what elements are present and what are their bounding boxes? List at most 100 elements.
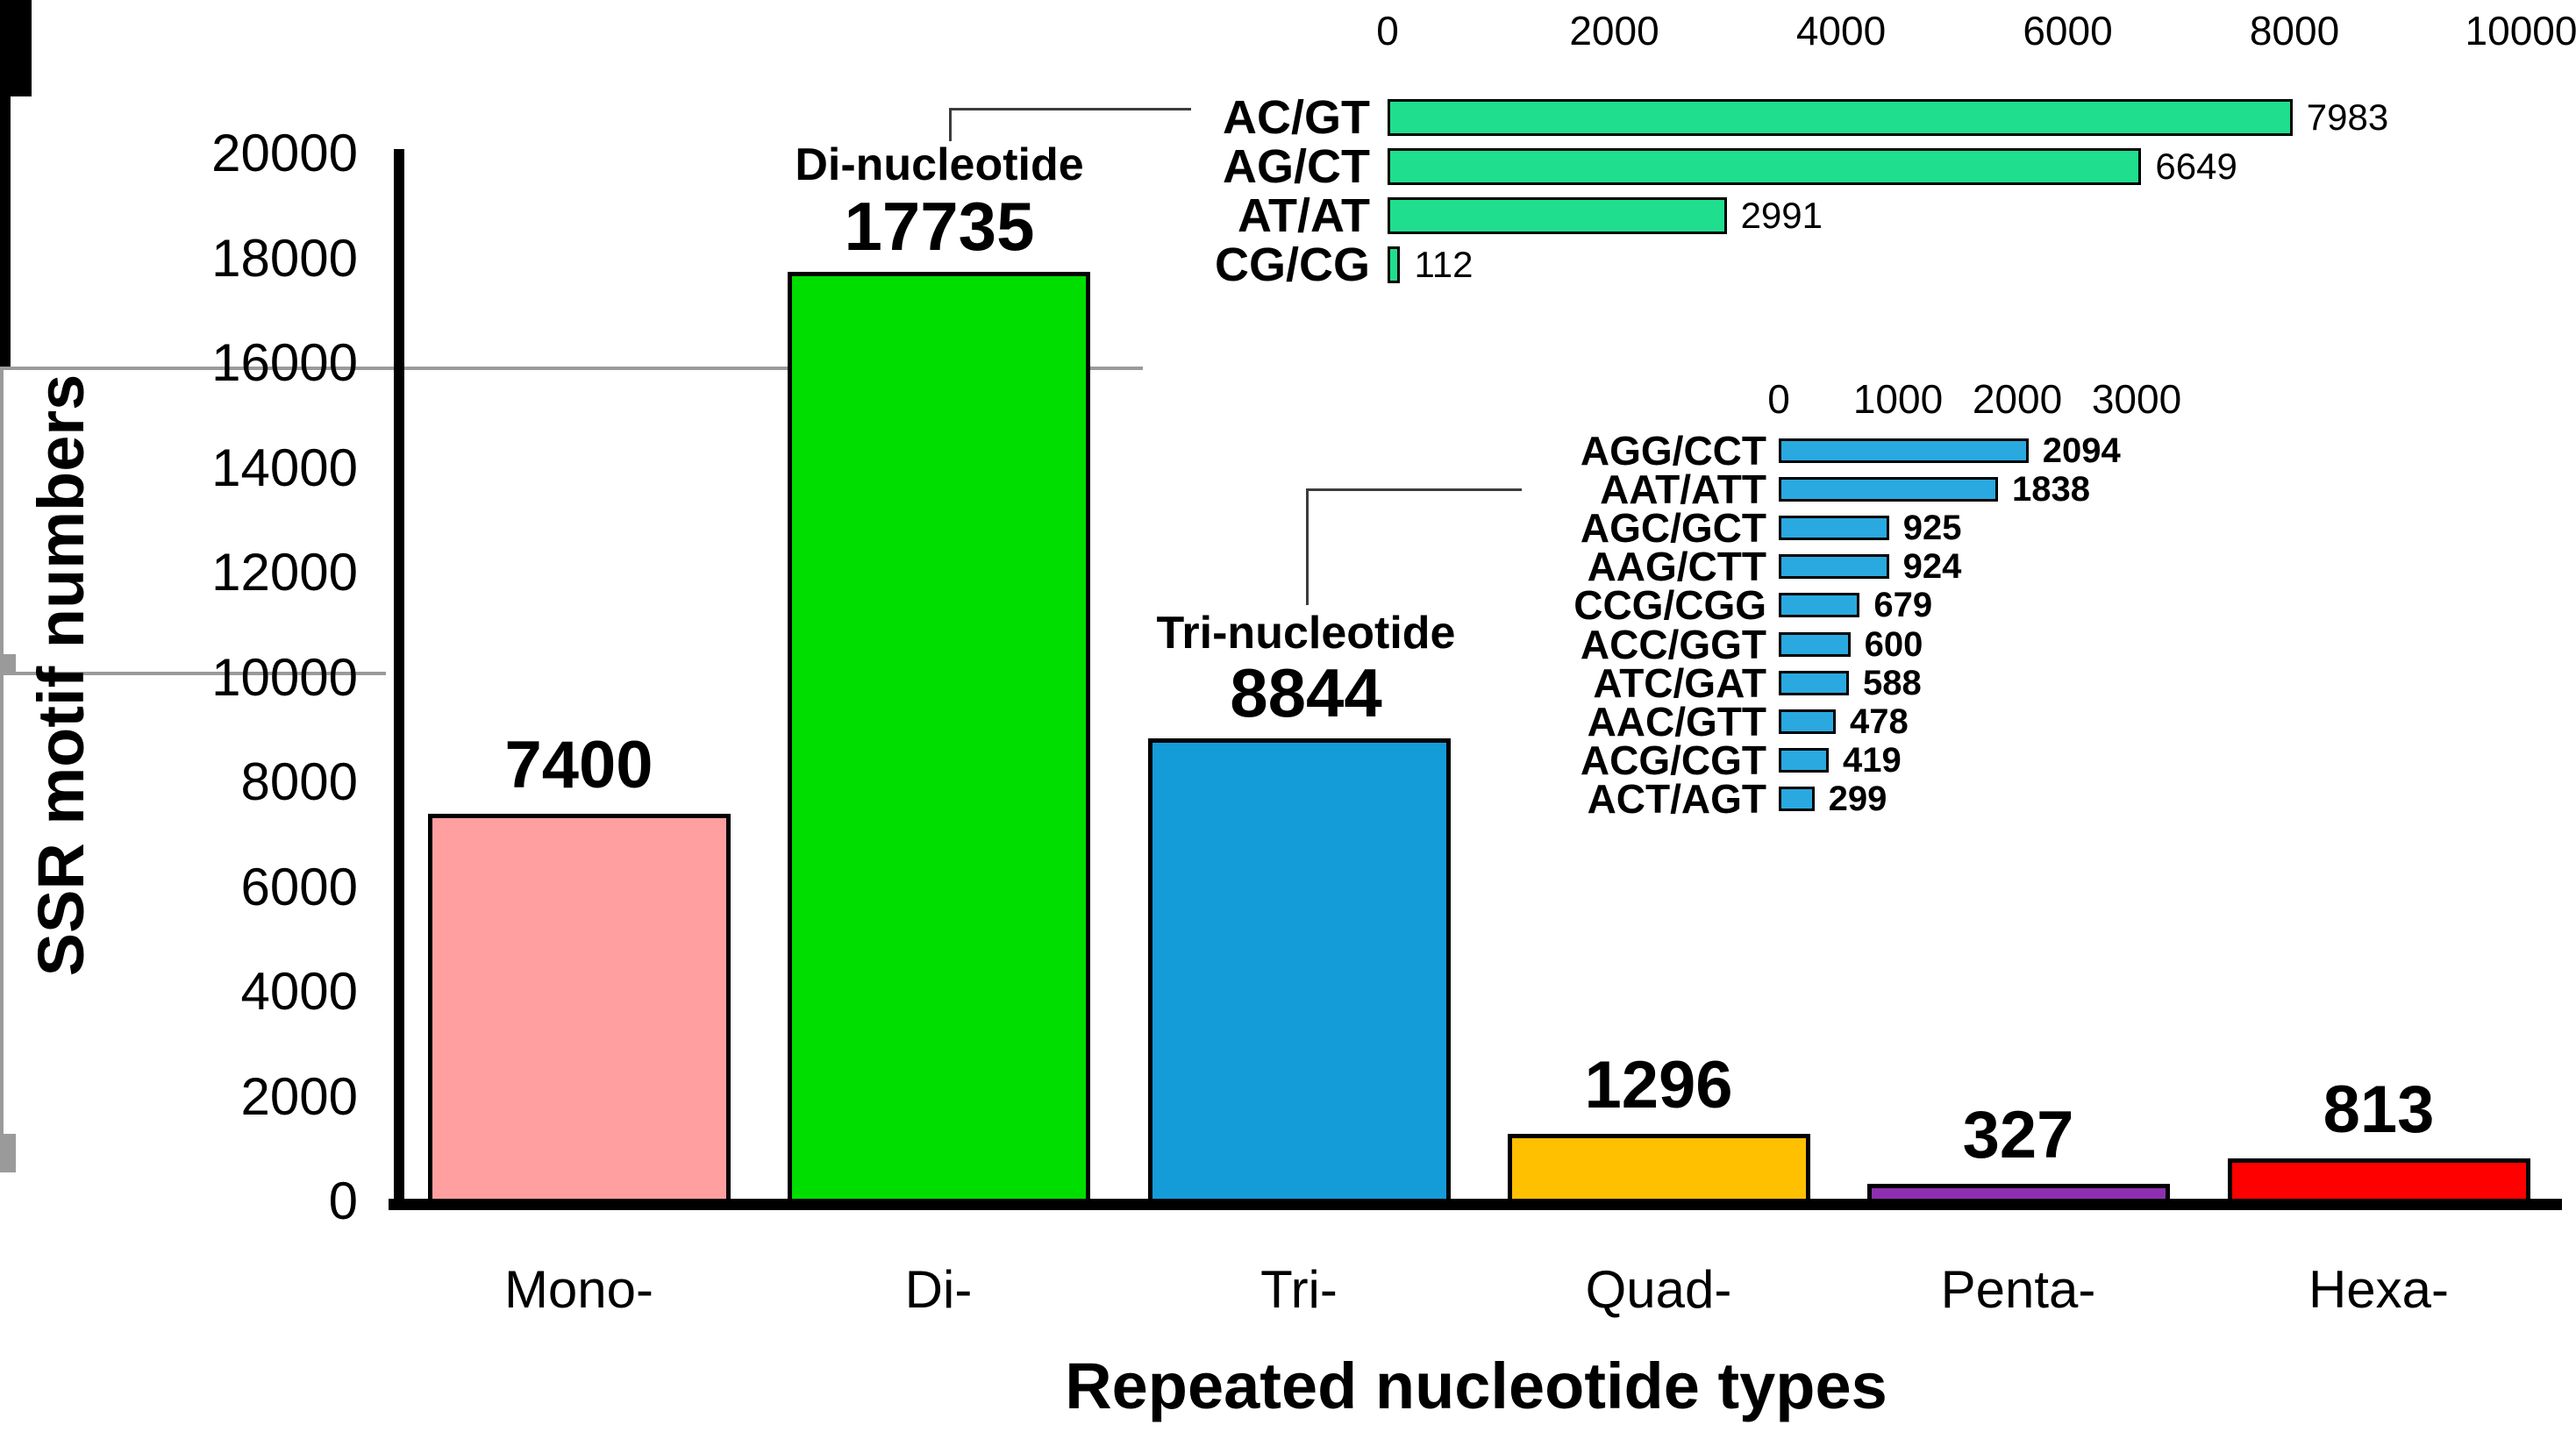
inset-baseline xyxy=(0,370,4,570)
inset-bar xyxy=(1388,148,2142,185)
tri-callout-label: Tri-nucleotide xyxy=(1156,608,1456,659)
inset-axis-line xyxy=(0,672,386,675)
inset-bar xyxy=(1779,593,1860,618)
inset-category-label: ACC/GGT xyxy=(1580,621,1766,667)
y-tick-label: 16000 xyxy=(211,333,358,392)
inset-bar xyxy=(1388,246,1401,283)
inset-value-label: 299 xyxy=(1828,779,1887,818)
inset-value-label: 112 xyxy=(1414,244,1474,285)
inset-row-tick xyxy=(0,668,16,672)
inset-axis-tick xyxy=(0,1106,4,1120)
bar-value-label: 327 xyxy=(1962,1098,2074,1173)
inset-tick-label: 3000 xyxy=(2091,376,2182,422)
di-callout-connector-vertical xyxy=(949,108,952,141)
inset-bar xyxy=(1779,631,1851,657)
y-axis-tick xyxy=(0,61,32,70)
inset-category-label: ATC/GAT xyxy=(1593,659,1766,706)
inset-row-tick xyxy=(0,1158,16,1162)
inset-row-tick xyxy=(0,1144,16,1148)
tri-callout-value: 8844 xyxy=(1230,654,1382,731)
bar-value-label: 1296 xyxy=(1584,1047,1733,1122)
inset-axis-tick xyxy=(0,1120,4,1134)
inset-value-label: 1838 xyxy=(2011,470,2090,509)
bar-value-label: 7400 xyxy=(504,727,653,802)
inset-axis-tick xyxy=(0,640,4,654)
y-tick-label: 8000 xyxy=(240,752,358,811)
inset-value-label: 924 xyxy=(1902,547,1962,587)
inset-bar xyxy=(1779,477,1998,502)
inset-category-label: ACT/AGT xyxy=(1587,775,1766,822)
inset-row-tick xyxy=(0,1169,16,1172)
inset-row-tick xyxy=(0,1137,16,1141)
inset-row-tick xyxy=(0,1162,16,1165)
inset-bar xyxy=(1388,197,1727,234)
main-bar xyxy=(2228,1158,2530,1203)
inset-category-label: AC/GT xyxy=(1223,91,1370,144)
inset-category-label: AAT/ATT xyxy=(1600,467,1766,513)
inset-tick-label: 4000 xyxy=(1795,8,1887,53)
inset-axis-tick xyxy=(0,1092,4,1106)
inset-axis-tick xyxy=(0,612,4,626)
y-tick-label: 20000 xyxy=(211,124,358,182)
inset-bar xyxy=(1779,786,1815,811)
y-tick-label: 14000 xyxy=(211,438,358,497)
inset-row-tick xyxy=(0,1155,16,1158)
inset-row-tick xyxy=(0,1165,16,1169)
inset-category-label: AAC/GTT xyxy=(1587,698,1766,744)
y-axis-tick xyxy=(0,18,32,26)
inset-tick-label: 6000 xyxy=(2023,8,2113,53)
inset-bar xyxy=(1779,554,1889,580)
inset-value-label: 600 xyxy=(1864,624,1923,664)
inset-row-tick xyxy=(0,661,16,665)
tri-callout-connector-horizontal xyxy=(1306,488,1522,491)
y-tick-label: 18000 xyxy=(211,228,358,288)
y-axis-tick xyxy=(0,70,32,79)
y-axis-tick xyxy=(0,79,32,88)
y-axis-tick xyxy=(0,44,32,53)
y-axis-tick xyxy=(0,26,32,35)
inset-row-tick xyxy=(0,654,16,658)
main-bar xyxy=(1867,1184,2170,1203)
inset-tick-label: 1000 xyxy=(1852,376,1944,422)
inset-axis-tick xyxy=(0,598,4,612)
x-axis-tick xyxy=(0,328,11,367)
inset-category-label: AT/AT xyxy=(1238,189,1370,242)
y-tick-label: 2000 xyxy=(240,1066,358,1126)
inset-value-label: 478 xyxy=(1850,702,1909,741)
category-label: Di- xyxy=(904,1260,973,1319)
inset-row-tick xyxy=(0,1148,16,1151)
y-axis-tick xyxy=(0,9,32,18)
inset-axis-tick xyxy=(0,584,4,598)
category-label: Hexa- xyxy=(2308,1260,2450,1319)
inset-value-label: 2094 xyxy=(2042,431,2121,470)
bar-value-label: 813 xyxy=(2323,1072,2435,1148)
inset-tick-label: 2000 xyxy=(1569,8,1659,53)
main-bar xyxy=(788,272,1090,1203)
inset-bar xyxy=(1779,438,2029,463)
x-axis-tick xyxy=(0,135,11,174)
x-axis-tick xyxy=(0,289,11,328)
y-tick-label: 0 xyxy=(328,1172,358,1230)
inset-bar xyxy=(1779,709,1836,734)
x-axis-tick xyxy=(0,212,11,251)
inset-bar xyxy=(1779,670,1849,695)
y-tick-label: 4000 xyxy=(240,962,358,1021)
category-label: Quad- xyxy=(1585,1260,1732,1319)
inset-row-tick xyxy=(0,1134,16,1137)
inset-bar xyxy=(1779,747,1829,773)
y-axis-tick xyxy=(0,0,32,9)
x-axis-tick xyxy=(0,251,11,289)
inset-row-tick xyxy=(0,1141,16,1144)
inset-value-label: 925 xyxy=(1902,509,1962,548)
inset-value-label: 679 xyxy=(1873,586,1933,625)
main-bar xyxy=(1508,1133,1810,1203)
x-axis-title: Repeated nucleotide types xyxy=(1065,1350,1887,1422)
inset-tick-label: 0 xyxy=(1767,376,1790,422)
y-tick-label: 12000 xyxy=(211,543,358,602)
inset-category-label: CG/CG xyxy=(1214,239,1370,291)
inset-category-label: ACG/CGT xyxy=(1580,737,1766,783)
inset-row-tick xyxy=(0,665,16,668)
inset-value-label: 588 xyxy=(1862,663,1922,702)
y-axis-tick xyxy=(0,53,32,61)
